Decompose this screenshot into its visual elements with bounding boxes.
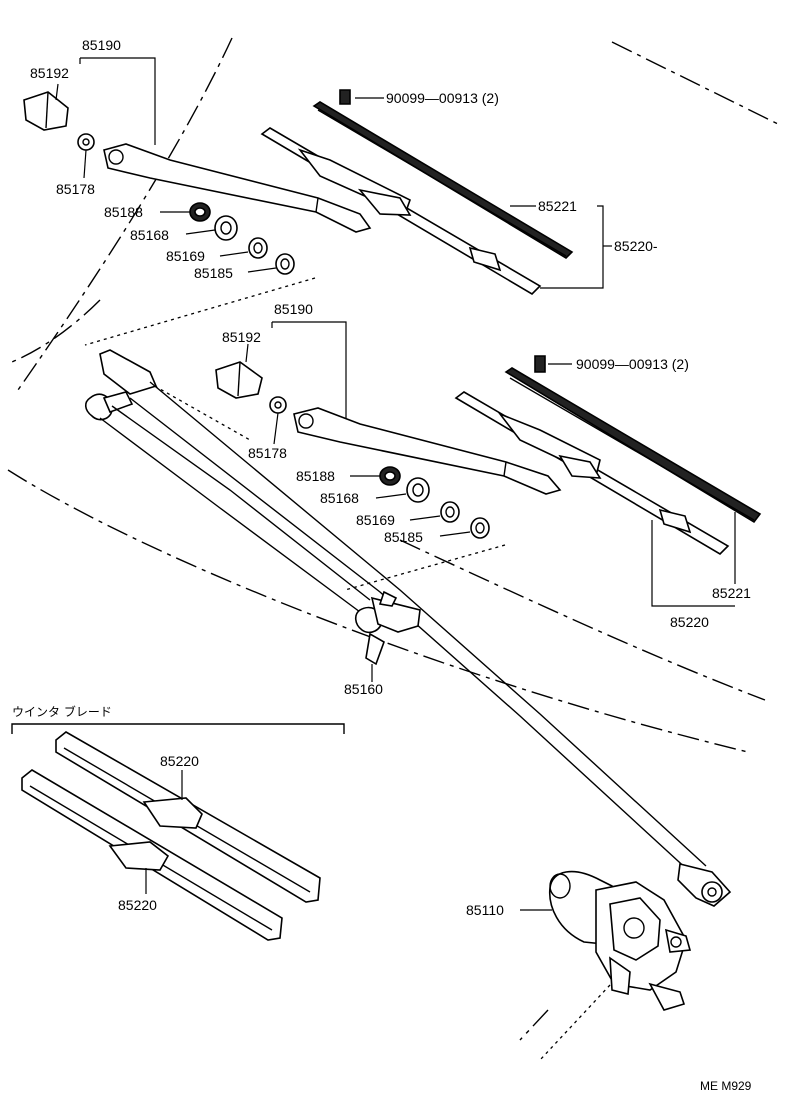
label-90099-lower: 90099—00913 (2): [576, 356, 689, 372]
alignment-guides: [84, 277, 611, 1061]
label-85178-lower: 85178: [248, 445, 287, 461]
label-85221-upper: 85221: [538, 198, 577, 214]
label-85190-lower: 85190: [274, 301, 313, 317]
label-85220-upper: 85220-: [614, 238, 658, 254]
lower-wiper-blade-rubber: [504, 367, 762, 524]
lower-wiper-washers: [406, 477, 490, 539]
part-labels: 85190 85192 85178 85188 85168 85169 8518…: [12, 37, 752, 1093]
label-85169-upper: 85169: [166, 248, 205, 264]
label-85220-winter-b: 85220: [118, 897, 157, 913]
upper-wiper-washers: [214, 215, 295, 275]
figure-code: ME M929: [700, 1079, 752, 1093]
upper-leaders: [55, 57, 612, 289]
label-85192-upper: 85192: [30, 65, 69, 81]
lower-wiper-arm: [293, 407, 562, 495]
lower-wiper-cap: [215, 361, 263, 399]
label-85220-lower: 85220: [670, 614, 709, 630]
label-85221-lower: 85221: [712, 585, 751, 601]
windshield-outline: [7, 37, 781, 1041]
wiper-motor: [548, 870, 692, 1011]
upper-wiper-bushing: [189, 202, 211, 222]
label-85192-lower: 85192: [222, 329, 261, 345]
label-85188-upper: 85188: [104, 204, 143, 220]
label-90099-upper: 90099—00913 (2): [386, 90, 499, 106]
wiper-linkage: [84, 349, 732, 907]
label-85110: 85110: [466, 902, 504, 918]
upper-wiper-cap: [23, 91, 69, 131]
label-85188-lower: 85188: [296, 468, 335, 484]
upper-wiper-screw: [339, 89, 351, 105]
lower-center-leaders: [371, 664, 552, 911]
upper-wiper-arm: [103, 143, 372, 233]
upper-wiper-nut: [77, 133, 95, 151]
label-85160: 85160: [344, 681, 383, 697]
label-85185-upper: 85185: [194, 265, 233, 281]
lower-leaders: [245, 321, 736, 607]
lower-wiper-bushing: [379, 466, 401, 486]
upper-wiper-blade: [260, 127, 542, 296]
label-85190-upper: 85190: [82, 37, 121, 53]
label-85169-lower: 85169: [356, 512, 395, 528]
lower-wiper-nut: [269, 396, 287, 414]
label-85178-upper: 85178: [56, 181, 95, 197]
lower-wiper-blade: [454, 391, 730, 556]
label-85168-upper: 85168: [130, 227, 169, 243]
label-85168-lower: 85168: [320, 490, 359, 506]
upper-wiper-blade-rubber: [312, 101, 574, 260]
label-85220-winter-a: 85220: [160, 753, 199, 769]
winter-blade-title: ウインタ ブレード: [12, 704, 112, 719]
label-85185-lower: 85185: [384, 529, 423, 545]
winter-blade-inset: [11, 723, 345, 941]
lower-wiper-screw: [534, 355, 546, 373]
